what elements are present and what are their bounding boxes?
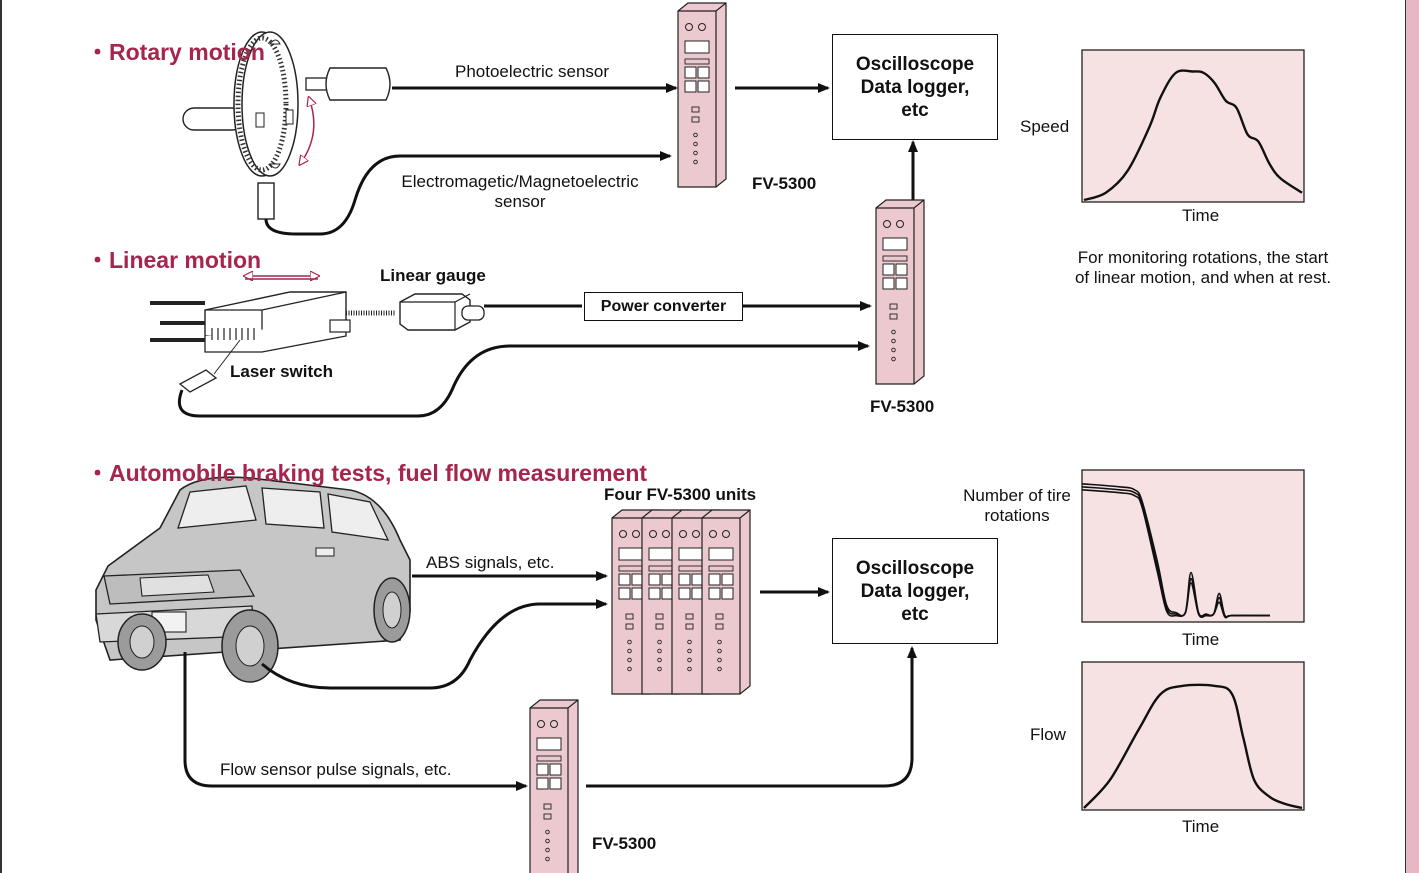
car-illustration — [95, 476, 411, 683]
fv-5300-device-rotary — [677, 2, 727, 188]
electromagnetic-sensor-label: Electromagetic/Magnetoelectric sensor — [384, 172, 656, 212]
flow-axis-label: Flow — [1030, 725, 1066, 744]
speed-graph-xlabel: Time — [1182, 206, 1220, 225]
linear-gauge-body — [346, 293, 485, 331]
flow-graph — [1081, 661, 1305, 811]
monitoring-note: For monitoring rotations, the start of l… — [1045, 248, 1361, 288]
fv-5300-device-flow — [529, 699, 579, 873]
flow-to-oscilloscope-arrow — [586, 646, 917, 788]
photoelectric-sensor-label: Photoelectric sensor — [455, 62, 610, 81]
oscilloscope-top-line3: etc — [901, 99, 929, 121]
fv-5300-device-linear — [875, 199, 925, 385]
section-title-linear: ・Linear motion — [86, 247, 262, 273]
monitoring-note-line1: For monitoring rotations, the start — [1077, 248, 1329, 267]
oscilloscope-box-top: Oscilloscope Data logger, etc — [832, 34, 998, 140]
fv-5300-unit-4 — [701, 509, 751, 695]
electromagnetic-sensor-label-line1: Electromagetic/Magnetoelectric — [401, 172, 639, 191]
speed-graph — [1081, 49, 1305, 203]
monitoring-note-line2: of linear motion, and when at rest. — [1074, 268, 1332, 287]
section-title-rotary: ・Rotary motion — [86, 39, 265, 65]
fv-5300-label-rotary: FV-5300 — [752, 174, 817, 193]
fv-5300-label-linear: FV-5300 — [870, 397, 935, 416]
electromagnetic-sensor-label-line2: sensor — [494, 192, 546, 211]
fv-5300-label-flow: FV-5300 — [592, 834, 657, 853]
laser-switch-label: Laser switch — [230, 362, 333, 381]
tire-rotations-graph — [1081, 469, 1305, 623]
flow-sensor-line — [183, 652, 528, 791]
oscilloscope-box-bottom: Oscilloscope Data logger, etc — [832, 538, 998, 644]
frame-right-strip — [1405, 0, 1419, 873]
oscilloscope-bottom-line1: Oscilloscope — [855, 557, 975, 579]
photoelectric-sensor-body — [305, 67, 391, 101]
laser-switch-line — [177, 341, 870, 418]
section-title-automobile: ・Automobile braking tests, fuel flow mea… — [86, 460, 648, 486]
tire-graph-xlabel: Time — [1182, 630, 1220, 649]
linear-gauge-label: Linear gauge — [380, 266, 486, 285]
oscilloscope-bottom-line2: Data logger, — [860, 580, 970, 602]
oscilloscope-top-line2: Data logger, — [860, 76, 970, 98]
electromagnetic-line — [264, 151, 672, 236]
tire-rotations-axis-label: Number of tire rotations — [963, 486, 1071, 525]
abs-signal-line-2 — [261, 599, 608, 690]
oscilloscope-top-line1: Oscilloscope — [855, 53, 975, 75]
four-units-label: Four FV-5300 units — [604, 485, 757, 504]
speed-axis-label: Speed — [1020, 117, 1070, 136]
power-converter-box: Power converter — [584, 292, 743, 321]
flow-graph-xlabel: Time — [1182, 817, 1220, 836]
rotation-arrow — [300, 98, 314, 164]
flow-sensor-label: Flow sensor pulse signals, etc. — [220, 760, 452, 779]
frame-left-border — [0, 0, 2, 873]
oscilloscope-bottom-line3: etc — [901, 603, 929, 625]
abs-signals-label: ABS signals, etc. — [426, 553, 555, 572]
laser-switch-body — [150, 291, 351, 393]
